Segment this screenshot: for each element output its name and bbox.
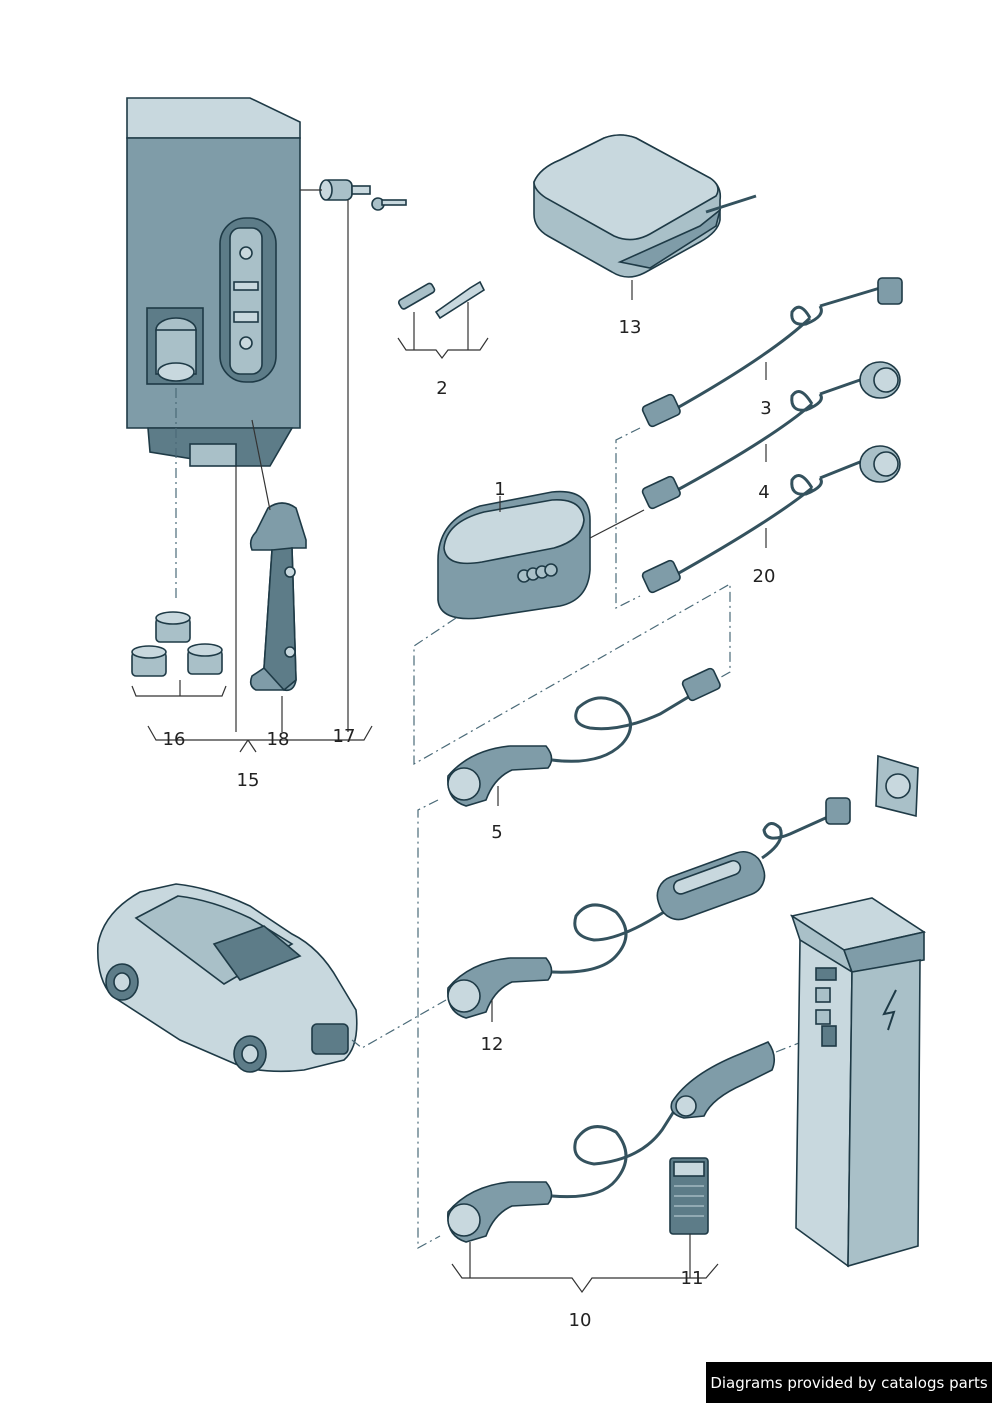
information-label-card <box>669 1157 709 1235</box>
mobile-charger-12 <box>447 754 919 1019</box>
public-charging-station <box>789 897 927 1268</box>
label-20: 20 <box>753 566 776 587</box>
label-18: 18 <box>267 729 290 750</box>
label-1: 1 <box>494 479 505 500</box>
label-16: 16 <box>163 729 186 750</box>
screw-and-hex-key <box>397 280 486 320</box>
label-13: 13 <box>619 317 642 338</box>
vehicle-illustration <box>96 883 358 1073</box>
charging-cable-10 <box>447 1041 776 1243</box>
label-12: 12 <box>481 1034 504 1055</box>
label-3: 3 <box>760 398 771 419</box>
charging-cable-4 <box>641 361 901 510</box>
connector-holster <box>249 502 307 692</box>
control-unit <box>437 490 591 620</box>
label-11: 11 <box>681 1268 704 1289</box>
label-2: 2 <box>436 378 447 399</box>
label-4: 4 <box>758 482 769 503</box>
lock-cylinder-with-key <box>319 179 407 211</box>
footer-credit-text: Diagrams provided by catalogs parts <box>710 1373 988 1392</box>
charging-cable-3 <box>641 277 903 428</box>
four-rings-logo <box>517 563 558 583</box>
charging-cable-5 <box>447 667 721 807</box>
label-17: 17 <box>333 726 356 747</box>
footer-credit-banner: Diagrams provided by catalogs parts <box>706 1362 992 1403</box>
charging-cable-20 <box>641 445 901 594</box>
wall-box-housing <box>126 97 301 467</box>
storage-bag <box>533 134 757 278</box>
label-5: 5 <box>491 822 502 843</box>
label-10: 10 <box>569 1310 592 1331</box>
socket-cover-rings <box>131 611 223 677</box>
label-15: 15 <box>237 770 260 791</box>
